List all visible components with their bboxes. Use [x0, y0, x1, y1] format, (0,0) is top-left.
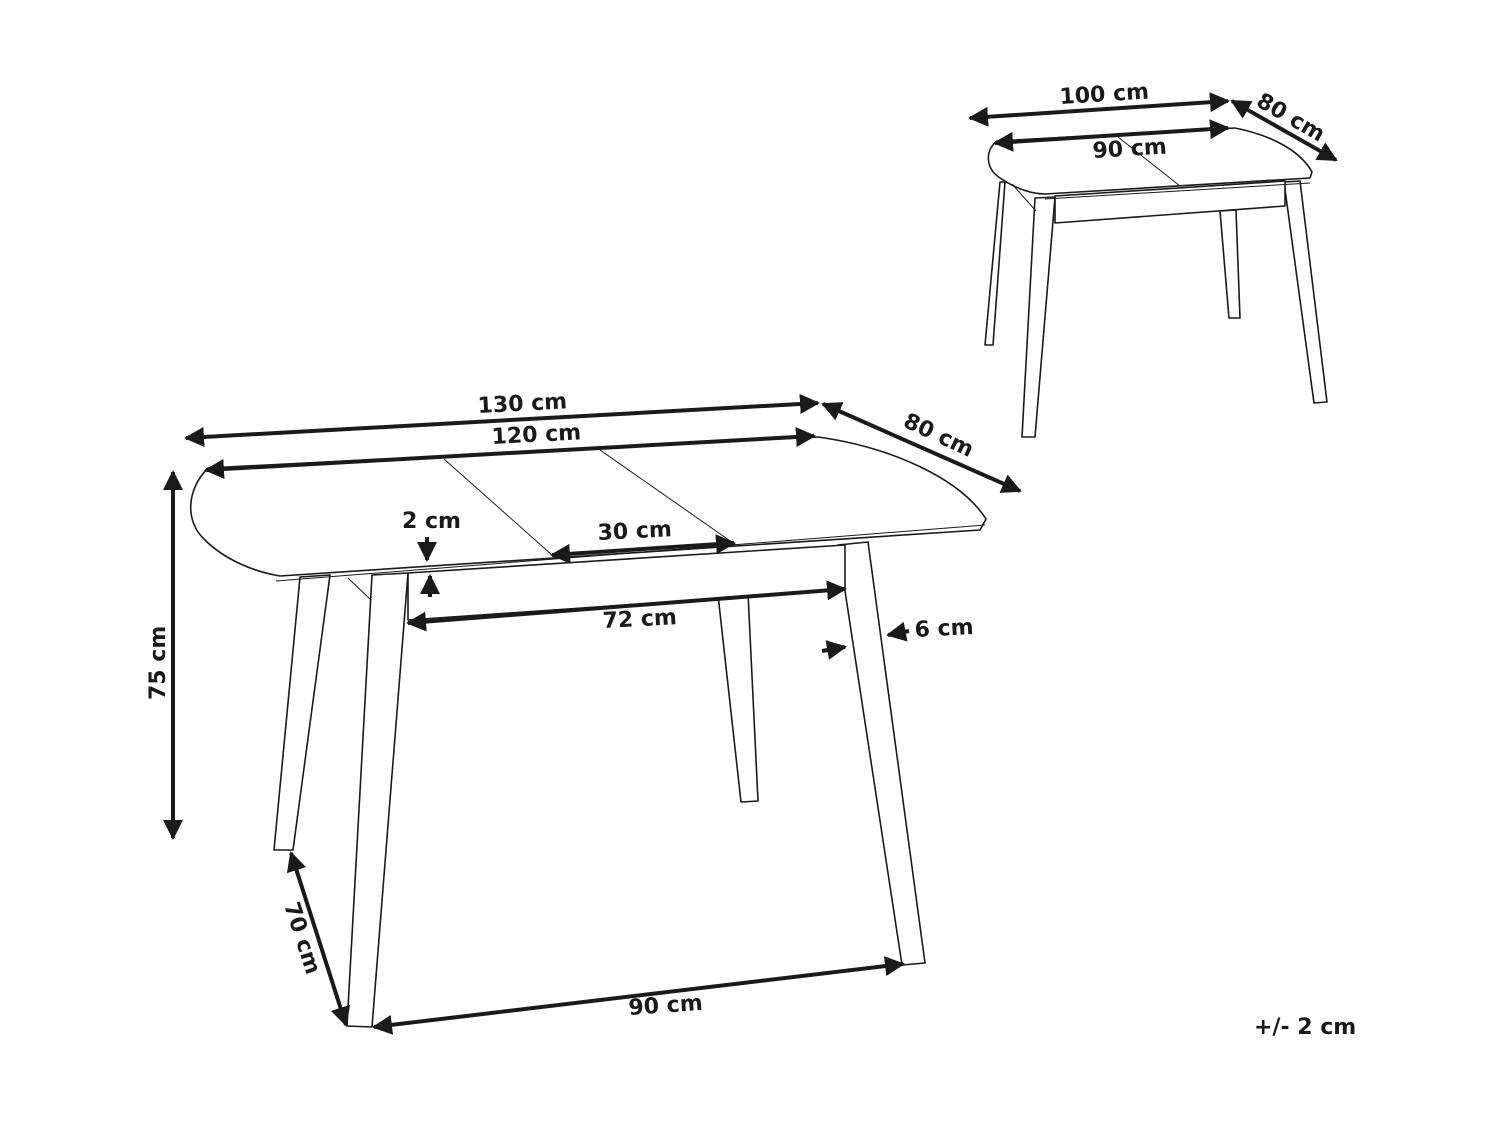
leg-span-70-arrow	[286, 851, 351, 1027]
leg-width-left-arrow	[886, 621, 910, 642]
compact-length-100-label: 100 cm	[1059, 80, 1150, 110]
length-130-label: 130 cm	[477, 389, 568, 419]
compact-top-90-arrow	[993, 119, 1230, 152]
compact-length-100-arrow	[968, 92, 1230, 127]
compact-front-right-leg	[1283, 180, 1328, 404]
height-75-label: 75 cm	[146, 626, 171, 700]
leg-width-6-label: 6 cm	[914, 615, 974, 643]
depth-80-arrow	[821, 402, 1022, 493]
leaf-30-arrow	[550, 534, 736, 564]
front-left-leg	[346, 572, 409, 1028]
compact-front-left-leg	[1021, 196, 1056, 438]
compact-apron	[1054, 180, 1286, 224]
leg-span-90-label: 90 cm	[628, 991, 704, 1021]
leg-width-right-arrow	[821, 640, 847, 660]
compact-depth-80-arrow	[1230, 99, 1338, 162]
apron-72-label: 72 cm	[602, 605, 677, 634]
top-120-arrow	[204, 427, 816, 479]
leaf-30-label: 30 cm	[597, 517, 672, 546]
apron-72-arrow	[406, 580, 847, 632]
compact-top-90-label: 90 cm	[1092, 135, 1168, 164]
thickness-2-label: 2 cm	[402, 509, 461, 534]
compact-back-right-leg	[1219, 209, 1241, 319]
compact-table	[984, 127, 1328, 438]
compact-back-left-leg	[984, 181, 1006, 346]
back-right-leg	[717, 592, 759, 803]
back-left-leg	[273, 574, 331, 851]
top-120-label: 120 cm	[491, 420, 582, 450]
front-right-leg	[837, 541, 926, 966]
tolerance-note: +/- 2 cm	[1254, 1015, 1357, 1040]
leg-span-90-arrow	[372, 956, 905, 1035]
